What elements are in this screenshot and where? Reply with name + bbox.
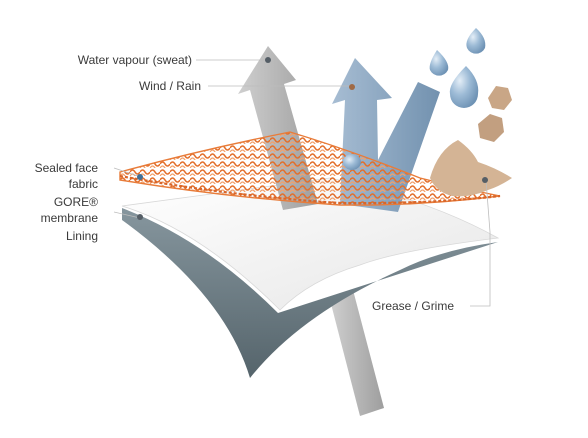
leader-dot-water-vapour xyxy=(265,57,271,63)
leader-dot-membrane xyxy=(137,214,143,220)
grime-particle-3 xyxy=(430,140,512,196)
water-droplet-3 xyxy=(450,66,478,108)
label-water-vapour: Water vapour (sweat) xyxy=(78,52,192,68)
label-membrane-line1: GORE® xyxy=(41,194,98,210)
leader-dot-face-fabric xyxy=(137,174,143,180)
label-grease-grime: Grease / Grime xyxy=(372,298,454,314)
label-membrane-line2: membrane xyxy=(41,210,98,226)
grime-particle-2 xyxy=(478,114,504,142)
leader-dot-wind-rain xyxy=(349,84,355,90)
label-gore-membrane: GORE® membrane xyxy=(41,194,98,226)
label-lining: Lining xyxy=(66,228,98,244)
water-droplet-4 xyxy=(343,154,361,170)
water-droplet-2 xyxy=(466,28,485,54)
label-sealed-face-line1: Sealed face xyxy=(35,160,98,176)
label-sealed-face-line2: fabric xyxy=(35,176,98,192)
water-droplet-1 xyxy=(430,50,449,76)
grime-particle-1 xyxy=(488,86,512,110)
label-wind-rain: Wind / Rain xyxy=(139,78,201,94)
label-sealed-face-fabric: Sealed face fabric xyxy=(35,160,98,192)
leader-dot-grime xyxy=(482,177,488,183)
